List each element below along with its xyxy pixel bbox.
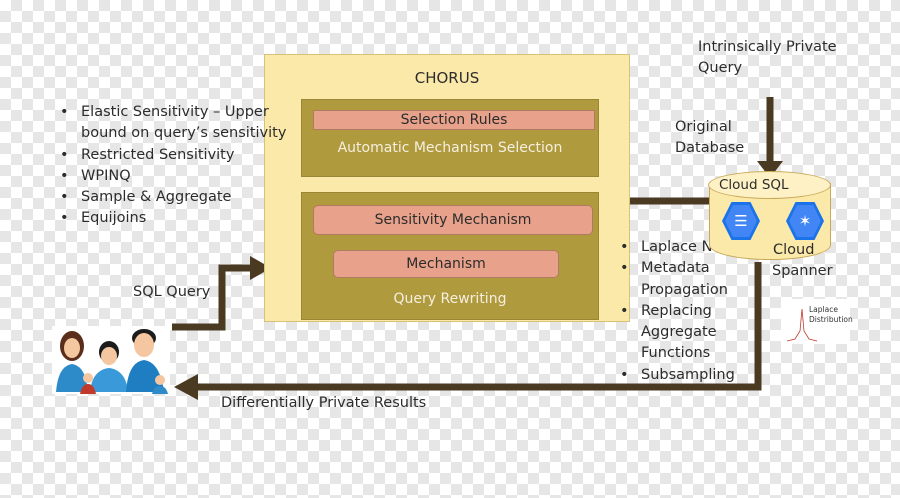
- rewriting-techniques-list: Laplace Noise Metadata Propagation Repla…: [620, 237, 742, 386]
- list-item: Subsampling: [620, 365, 742, 387]
- cloud-spanner-label: Cloud Spanner: [772, 242, 833, 279]
- list-item: Restricted Sensitivity: [60, 145, 286, 167]
- laplace-curve-icon: [786, 308, 818, 342]
- list-item-continuation: Aggregate: [641, 324, 717, 341]
- sensitivity-methods-list: Elastic Sensitivity – Upper bound on que…: [60, 102, 286, 230]
- automatic-mechanism-selection-label: Automatic Mechanism Selection: [337, 140, 563, 156]
- list-item-continuation: bound on query’s sensitivity: [81, 125, 287, 142]
- list-item-continuation: Propagation: [641, 281, 728, 298]
- database-cylinder-top: [708, 171, 831, 199]
- list-item-continuation: Functions: [641, 345, 711, 362]
- query-rewriting-panel: Sensitivity Mechanism Mechanism Query Re…: [301, 192, 599, 320]
- cloud-sql-label: Cloud SQL: [719, 177, 789, 193]
- mechanism-box: Mechanism: [333, 250, 559, 278]
- sql-query-arrow: [172, 264, 252, 331]
- list-item: Elastic Sensitivity – Upper: [60, 102, 286, 124]
- laplace-distribution-icon: Laplace Distribution: [781, 299, 853, 344]
- users-group-icon: [52, 326, 170, 394]
- intrinsically-private-query-label: Intrinsically Private Query: [698, 39, 837, 76]
- sensitivity-mechanism-box: Sensitivity Mechanism: [313, 205, 593, 235]
- chorus-title: CHORUS: [414, 69, 480, 87]
- list-item: Equijoins: [60, 208, 286, 230]
- sql-query-label: SQL Query: [133, 284, 211, 300]
- chorus-box: CHORUS Selection Rules Automatic Mechani…: [264, 54, 630, 322]
- mechanism-selection-panel: Selection Rules Automatic Mechanism Sele…: [301, 99, 599, 177]
- differentially-private-results-label: Differentially Private Results: [221, 395, 427, 411]
- results-arrow: [196, 262, 762, 391]
- list-item: Metadata: [620, 258, 742, 280]
- list-item: Replacing: [620, 301, 742, 323]
- list-item: Sample & Aggregate: [60, 187, 286, 209]
- analysts-illustration: [56, 329, 168, 394]
- list-item: WPINQ: [60, 166, 286, 188]
- query-rewriting-label: Query Rewriting: [393, 291, 507, 307]
- selection-rules-box: Selection Rules: [313, 110, 595, 130]
- laplace-distribution-caption: Laplace Distribution: [809, 305, 853, 324]
- original-database-label: Original Database: [675, 119, 745, 156]
